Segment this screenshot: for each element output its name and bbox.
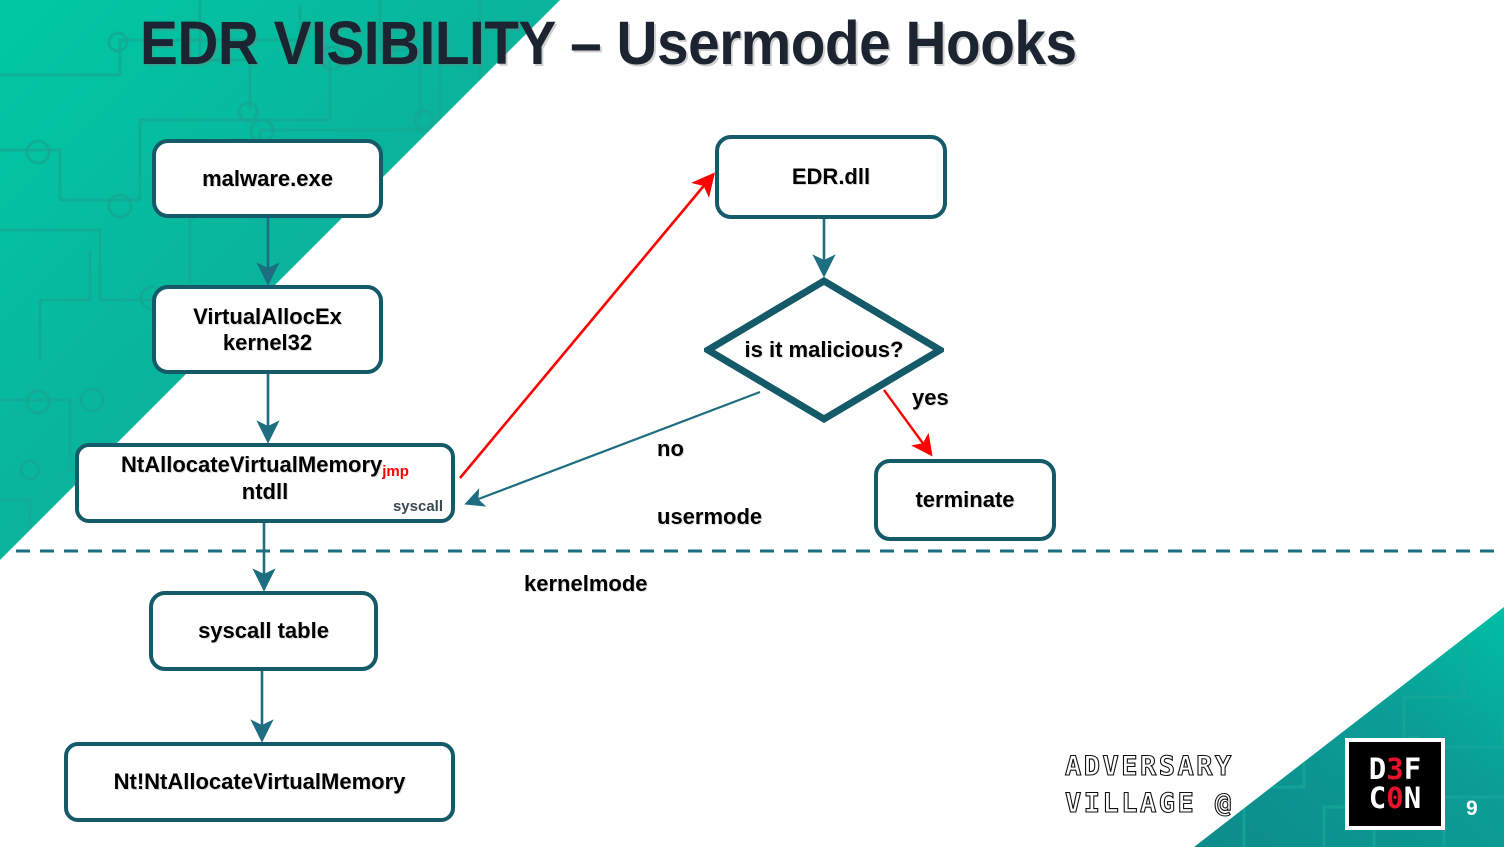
node-ntdll-content: NtAllocateVirtualMemoryjmp ntdll syscall [79, 447, 451, 519]
node-nt-kernel-label: Nt!NtAllocateVirtualMemory [113, 769, 406, 795]
defcon-letter-f: F [1403, 752, 1422, 786]
defcon-logo-line2: C0N [1369, 784, 1421, 813]
node-ntdll-function-label: NtAllocateVirtualMemory [121, 452, 383, 477]
zone-label-kernelmode: kernelmode [524, 571, 648, 596]
adversary-village-line1: ADVERSARY [1065, 751, 1234, 782]
defcon-letter-0: 0 [1386, 781, 1404, 815]
node-ntallocatevirtualmemory-ntdll[interactable]: NtAllocateVirtualMemoryjmp ntdll syscall [75, 443, 455, 523]
defcon-letter-c: C [1368, 781, 1387, 815]
slide-number: 9 [1466, 797, 1478, 820]
node-virtualallocex-label: VirtualAllocEx [193, 303, 342, 329]
node-ntdll-module-label: ntdll [241, 479, 289, 504]
node-terminate[interactable]: terminate [874, 459, 1056, 541]
edge-label-yes: yes [912, 385, 949, 410]
node-ntdll-syscall-tag: syscall [392, 498, 443, 516]
node-edr-dll[interactable]: EDR.dll [715, 135, 947, 219]
connector-jmp-to-edrdll [459, 172, 715, 479]
zone-label-usermode: usermode [657, 504, 763, 529]
node-terminate-label: terminate [915, 487, 1015, 513]
defcon-logo-line1: D3F [1369, 755, 1421, 784]
node-malware-exe-label: malware.exe [202, 165, 333, 191]
defcon-logo: D3F C0N [1345, 738, 1445, 830]
page-title: EDR VISIBILITY – Usermode Hooks [140, 9, 1077, 77]
node-syscall-table-label: syscall table [198, 618, 329, 644]
node-ntdll-jmp-tag: jmp [382, 463, 409, 480]
defcon-letter-3: 3 [1386, 752, 1404, 786]
defcon-letter-n: N [1403, 781, 1422, 815]
node-syscall-table[interactable]: syscall table [149, 591, 378, 671]
adversary-village-line2: VILLAGE @ [1065, 788, 1234, 819]
node-edr-dll-label: EDR.dll [791, 164, 871, 190]
diamond-shape-icon [701, 276, 947, 424]
node-decision-is-it-malicious[interactable]: is it malicious? [701, 276, 947, 424]
node-virtualallocex[interactable]: VirtualAllocEx kernel32 [152, 285, 383, 374]
edge-label-no: no [657, 436, 684, 461]
adversary-village-logo: ADVERSARY VILLAGE @ [1064, 750, 1234, 819]
node-malware-exe[interactable]: malware.exe [152, 139, 383, 218]
node-decision-label: is it malicious? [744, 337, 904, 362]
node-ntdll-line1: NtAllocateVirtualMemoryjmp [79, 452, 451, 481]
node-virtualallocex-module: kernel32 [222, 329, 313, 355]
defcon-letter-d: D [1368, 752, 1387, 786]
node-nt-ntallocatevirtualmemory[interactable]: Nt!NtAllocateVirtualMemory [64, 742, 455, 822]
